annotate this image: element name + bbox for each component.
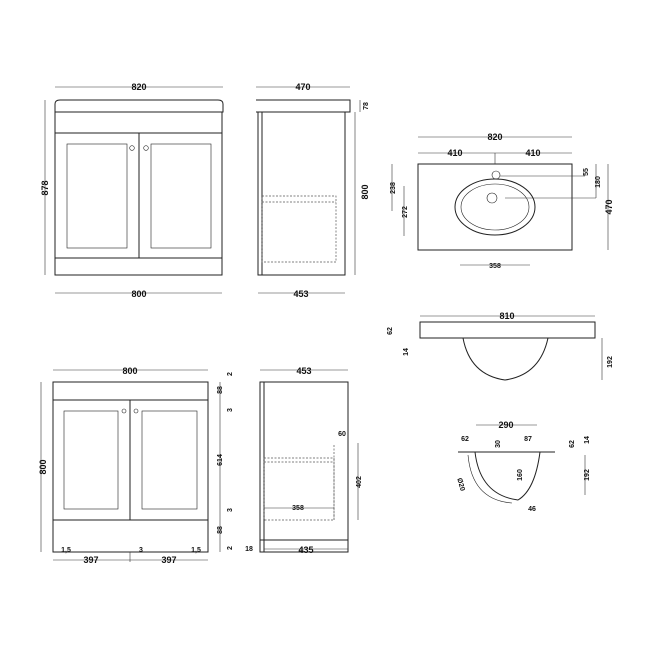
dim-397-left: 397 <box>83 555 98 565</box>
dim-62-right: 62 <box>569 440 576 448</box>
dim-14: 14 <box>403 348 410 356</box>
dim-820: 820 <box>131 82 146 92</box>
dim-1-5-right: 1,5 <box>191 547 201 554</box>
basin-plan-view: 820 410 410 55 180 470 238 272 358 <box>390 132 614 270</box>
dim-453: 453 <box>293 289 308 299</box>
dim-192: 192 <box>607 356 614 368</box>
dim-88-top: 88 <box>217 386 224 394</box>
dim-800-height: 800 <box>38 459 48 474</box>
dim-2-bottom: 2 <box>227 546 234 550</box>
basin-section-view: 810 62 14 192 <box>387 311 614 381</box>
dim-46: 46 <box>528 506 536 513</box>
dim-60: 60 <box>338 431 346 438</box>
dim-878: 878 <box>40 180 50 195</box>
dim-810: 810 <box>499 311 514 321</box>
dim-88-bottom: 88 <box>217 526 224 534</box>
dim-402: 402 <box>356 476 363 488</box>
dim-290: 290 <box>498 420 513 430</box>
side-view-with-top: 470 453 800 78 <box>256 82 370 299</box>
dim-3-bottom: 3 <box>227 508 234 512</box>
dim-18: 18 <box>245 546 253 553</box>
front-view-without-top: 800 800 2 88 3 614 3 88 2 1,5 3 1,5 397 … <box>38 366 234 565</box>
dim-435: 435 <box>298 545 313 555</box>
dim-1-5-left: 1,5 <box>61 547 71 554</box>
dim-dia20: Ø20 <box>455 477 465 492</box>
dim-358: 358 <box>489 263 501 270</box>
dim-192-side: 192 <box>584 469 591 481</box>
dim-453-bottom: 453 <box>296 366 311 376</box>
dim-87: 87 <box>524 436 532 443</box>
front-view-with-top: 820 800 878 <box>40 82 224 299</box>
dim-397-right: 397 <box>161 555 176 565</box>
dim-30: 30 <box>495 440 502 448</box>
dim-800-side: 800 <box>360 184 370 199</box>
dim-470-plan: 470 <box>604 199 614 214</box>
dim-14-side: 14 <box>584 436 591 444</box>
dim-2-top: 2 <box>227 372 234 376</box>
dim-180: 180 <box>595 176 602 188</box>
dim-238: 238 <box>390 182 397 194</box>
dim-55: 55 <box>583 168 590 176</box>
dim-160: 160 <box>517 469 524 481</box>
dim-272: 272 <box>402 206 409 218</box>
side-view-without-top: 453 435 18 60 402 358 <box>245 366 363 555</box>
dim-62-left: 62 <box>461 436 469 443</box>
dim-800: 800 <box>131 289 146 299</box>
dim-62: 62 <box>387 327 394 335</box>
dim-800-bottom: 800 <box>122 366 137 376</box>
basin-side-view: 290 62 30 87 62 14 160 192 Ø20 46 <box>455 420 591 513</box>
dim-470: 470 <box>295 82 310 92</box>
dim-410-left: 410 <box>447 148 462 158</box>
dim-410-right: 410 <box>525 148 540 158</box>
dim-820-plan: 820 <box>487 132 502 142</box>
dim-614: 614 <box>217 454 224 466</box>
dim-358-side: 358 <box>292 505 304 512</box>
dim-3-top: 3 <box>227 408 234 412</box>
dim-3-mid: 3 <box>139 547 143 554</box>
dim-78: 78 <box>363 102 370 110</box>
